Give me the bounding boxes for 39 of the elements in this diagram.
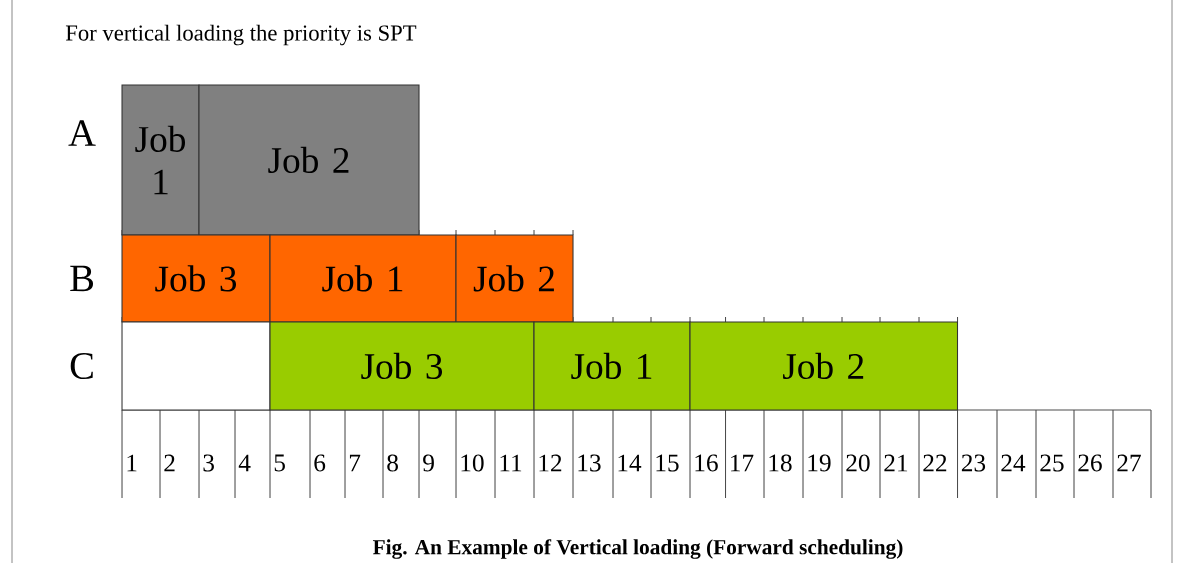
period-number: 1 [127,454,137,472]
period-number: 4 [238,454,251,472]
job-bar: Job 1 [269,234,457,323]
period-number: 20 [846,454,870,472]
period-number: 11 [500,454,522,472]
caption: Fig. An Example of Vertical loading (Forward scheduling) [373,539,903,559]
row-label: B [70,265,93,292]
period-number: 25 [1040,454,1064,472]
period-number: 14 [618,454,642,472]
period-number: 13 [578,454,601,472]
period-number: 17 [731,454,754,472]
period-number: 15 [656,454,679,472]
period-number: 22 [923,454,947,472]
period-number: 24 [1001,454,1026,472]
period-number: 27 [1117,454,1141,472]
job-bar: Job 1 [121,84,200,236]
period-number: 7 [349,454,361,472]
job-bar: Job 3 [121,234,271,323]
period-number: 9 [423,454,434,472]
period-number: 10 [461,454,484,472]
period-number: 19 [808,454,831,472]
period-number: 5 [274,454,285,472]
period-number: 26 [1078,454,1102,472]
job-bar: Job 1 [533,321,691,411]
row-label: C [70,353,93,379]
period-number: 8 [387,454,398,472]
period-number: 2 [164,454,175,472]
period-number: 16 [695,454,718,472]
job-bar: Job 2 [455,234,574,323]
period-number: 12 [539,454,562,472]
period-number: 23 [961,454,986,472]
job-bar: Job 3 [269,321,535,411]
period-number: 18 [769,454,792,472]
job-bar: Job 2 [689,321,959,411]
title: For vertical loading the priority is SPT [65,24,417,46]
row-label: A [68,120,96,146]
period-number: 21 [884,454,908,472]
period-number: 3 [203,454,214,472]
period-number: 6 [314,454,326,472]
